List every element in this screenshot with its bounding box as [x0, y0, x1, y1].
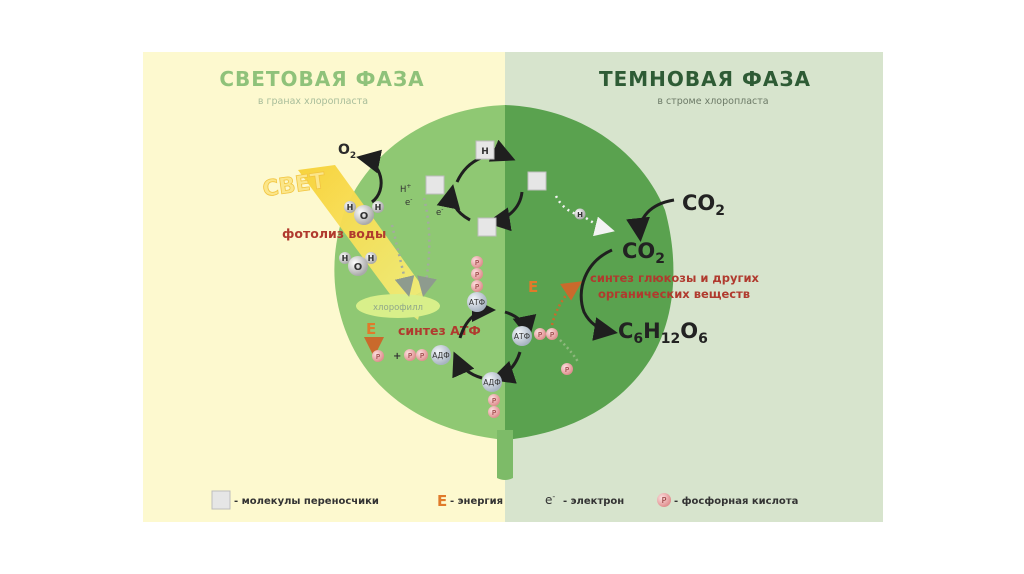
adp-molecule: АДФ: [482, 372, 502, 392]
legend-phosphate-icon: P: [657, 493, 671, 507]
phosphate: P: [488, 394, 500, 406]
legend-energy-symbol: Е: [437, 492, 447, 510]
legend-electron-label: - электрон: [563, 496, 624, 507]
phosphate: P: [488, 406, 500, 418]
chlorophyll-label: хлорофилл: [373, 303, 423, 313]
energy-symbol: Е: [366, 320, 376, 338]
legend-energy-label: - энергия: [450, 496, 503, 507]
atp-molecule: АТФ: [512, 326, 532, 346]
svg-text:H: H: [481, 147, 489, 157]
svg-text:АТФ: АТФ: [469, 298, 486, 307]
proton-label: H+: [400, 183, 411, 195]
svg-text:H: H: [347, 203, 354, 212]
svg-text:O: O: [354, 262, 363, 273]
hydrogen-transfer-arrow: [554, 195, 585, 218]
adp-molecule: АДФ: [431, 345, 451, 365]
svg-text:P: P: [538, 331, 542, 339]
legend-carrier-icon: [211, 490, 231, 510]
legend-carrier-label: - молекулы переносчики: [234, 496, 379, 507]
phosphate: P: [546, 328, 558, 340]
electron-label: е-: [405, 196, 412, 208]
svg-text:O: O: [360, 211, 369, 222]
water-molecule: H H O: [344, 201, 384, 225]
svg-text:P: P: [408, 352, 412, 360]
light-beam: [298, 165, 425, 305]
dark-phase-subtitle: в строме хлоропласта: [657, 96, 768, 107]
chlorophyll-ellipse: [356, 294, 440, 318]
svg-text:H: H: [577, 211, 583, 219]
svg-text:P: P: [492, 397, 496, 405]
svg-text:P: P: [492, 409, 496, 417]
atp-synthesis-label: синтез АТФ: [398, 323, 481, 338]
svg-text:P: P: [475, 283, 479, 291]
phosphate: P: [471, 268, 483, 280]
co2-label: CO2: [622, 239, 665, 267]
legend-phosphate-label: - фосфорная кислота: [674, 495, 798, 507]
svg-text:P: P: [565, 366, 569, 374]
carrier-molecule: [425, 175, 445, 195]
svg-text:АТФ: АТФ: [514, 332, 531, 341]
svg-text:P: P: [550, 331, 554, 339]
leaf-stem: [497, 430, 513, 480]
hydrogen-atom: H: [574, 208, 586, 220]
oxygen-release-arrow: [356, 149, 383, 204]
legend-electron-symbol: е-: [545, 492, 555, 507]
glucose-formula: C6H12O6: [618, 319, 708, 347]
atp-molecule: АТФ: [467, 292, 487, 312]
phosphate: P: [534, 328, 546, 340]
svg-text:АДФ: АДФ: [483, 378, 501, 387]
phosphate: P: [372, 350, 384, 362]
phosphate-release-arrow: [559, 339, 580, 363]
svg-text:P: P: [420, 352, 424, 360]
svg-text:H: H: [342, 254, 349, 263]
svg-text:P: P: [475, 259, 479, 267]
phosphate: P: [404, 349, 416, 361]
phosphate: P: [471, 256, 483, 268]
svg-text:P: P: [376, 353, 380, 361]
co2-input-label: CO2: [682, 191, 725, 219]
carrier-molecule: H: [475, 140, 495, 160]
legend: - молекулы переносчики Е - энергия е- - …: [211, 490, 798, 510]
oxygen-label: O2: [338, 142, 356, 161]
energy-symbol: Е: [528, 278, 538, 296]
plus-sign: +: [393, 351, 401, 362]
phosphate: P: [416, 349, 428, 361]
electron-arrow: [417, 197, 437, 297]
hydrogen-transfer-arrow-end: [585, 216, 615, 237]
dark-phase-title: ТЕМНОВАЯ ФАЗА: [599, 67, 811, 91]
photolysis-label: фотолиз воды: [282, 226, 386, 241]
light-phase-title: СВЕТОВАЯ ФАЗА: [219, 67, 424, 91]
svg-text:H: H: [375, 203, 382, 212]
glucose-synthesis-arrow: [579, 248, 618, 341]
water-molecule: H H O: [339, 252, 377, 276]
svg-text:H: H: [368, 254, 375, 263]
svg-text:P: P: [662, 496, 667, 505]
carrier-molecule: [477, 217, 497, 237]
glucose-synthesis-label-line1: синтез глюкозы и других: [590, 271, 760, 285]
phosphate: P: [561, 363, 573, 375]
energy-arrow: [550, 281, 583, 326]
svg-text:АДФ: АДФ: [432, 351, 450, 360]
svg-text:P: P: [475, 271, 479, 279]
glucose-synthesis-label-line2: органических веществ: [598, 287, 750, 301]
carrier-molecule: [527, 171, 547, 191]
phosphate: P: [471, 280, 483, 292]
light-phase-subtitle: в гранах хлоропласта: [258, 96, 368, 107]
co2-input-arrow: [626, 198, 675, 242]
